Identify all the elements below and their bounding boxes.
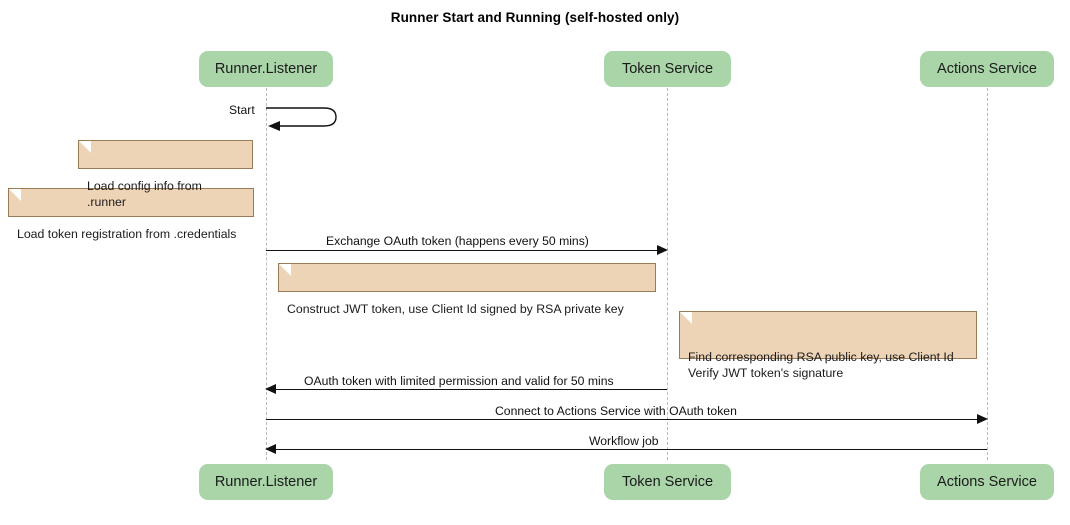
arrow-head-left-icon bbox=[265, 384, 276, 394]
note-fold-icon bbox=[9, 189, 21, 201]
participant-runner-listener-top[interactable]: Runner.Listener bbox=[199, 51, 333, 87]
note-fold-icon bbox=[79, 141, 91, 153]
message-line-exchange-oauth[interactable] bbox=[266, 250, 659, 251]
note-text: Find corresponding RSA public key, use C… bbox=[688, 350, 954, 380]
message-label-exchange-oauth: Exchange OAuth token (happens every 50 m… bbox=[326, 234, 589, 248]
message-label-workflow-job: Workflow job bbox=[589, 434, 659, 448]
note-fold-icon bbox=[680, 312, 692, 324]
message-line-oauth-return[interactable] bbox=[274, 389, 667, 390]
note-load-config: Load config info from .runner bbox=[78, 140, 253, 209]
participant-label: Actions Service bbox=[937, 474, 1037, 490]
lifeline-token bbox=[667, 88, 668, 460]
participant-token-service-bottom[interactable]: Token Service bbox=[604, 464, 731, 500]
note-verify-jwt: Find corresponding RSA public key, use C… bbox=[679, 311, 977, 380]
note-construct-jwt: Construct JWT token, use Client Id signe… bbox=[278, 263, 656, 316]
lifeline-actions bbox=[987, 88, 988, 460]
participant-label: Token Service bbox=[621, 474, 714, 490]
participant-actions-service-top[interactable]: Actions Service bbox=[920, 51, 1054, 87]
arrow-head-right-icon bbox=[977, 414, 988, 424]
note-text: Construct JWT token, use Client Id signe… bbox=[287, 302, 624, 316]
participant-label: Runner.Listener bbox=[214, 61, 318, 77]
lifeline-runner bbox=[266, 88, 267, 460]
note-fold-icon bbox=[279, 264, 291, 276]
message-label-start: Start bbox=[229, 103, 255, 117]
message-label-connect-actions: Connect to Actions Service with OAuth to… bbox=[495, 404, 737, 418]
arrow-head-right-icon bbox=[657, 245, 668, 255]
note-text: Load config info from .runner bbox=[87, 179, 202, 209]
page-title: Runner Start and Running (self-hosted on… bbox=[390, 10, 680, 25]
note-text: Load token registration from .credential… bbox=[17, 227, 237, 241]
participant-label: Actions Service bbox=[937, 61, 1037, 77]
participant-label: Token Service bbox=[621, 61, 714, 77]
arrow-head-left-icon bbox=[265, 444, 276, 454]
message-line-connect-actions[interactable] bbox=[266, 419, 979, 420]
self-message-start[interactable] bbox=[266, 104, 346, 132]
participant-actions-service-bottom[interactable]: Actions Service bbox=[920, 464, 1054, 500]
participant-token-service-top[interactable]: Token Service bbox=[604, 51, 731, 87]
participant-label: Runner.Listener bbox=[214, 474, 318, 490]
participant-runner-listener-bottom[interactable]: Runner.Listener bbox=[199, 464, 333, 500]
message-label-oauth-return: OAuth token with limited permission and … bbox=[304, 374, 614, 388]
note-load-token-registration: Load token registration from .credential… bbox=[8, 188, 254, 241]
message-line-workflow-job[interactable] bbox=[274, 449, 987, 450]
